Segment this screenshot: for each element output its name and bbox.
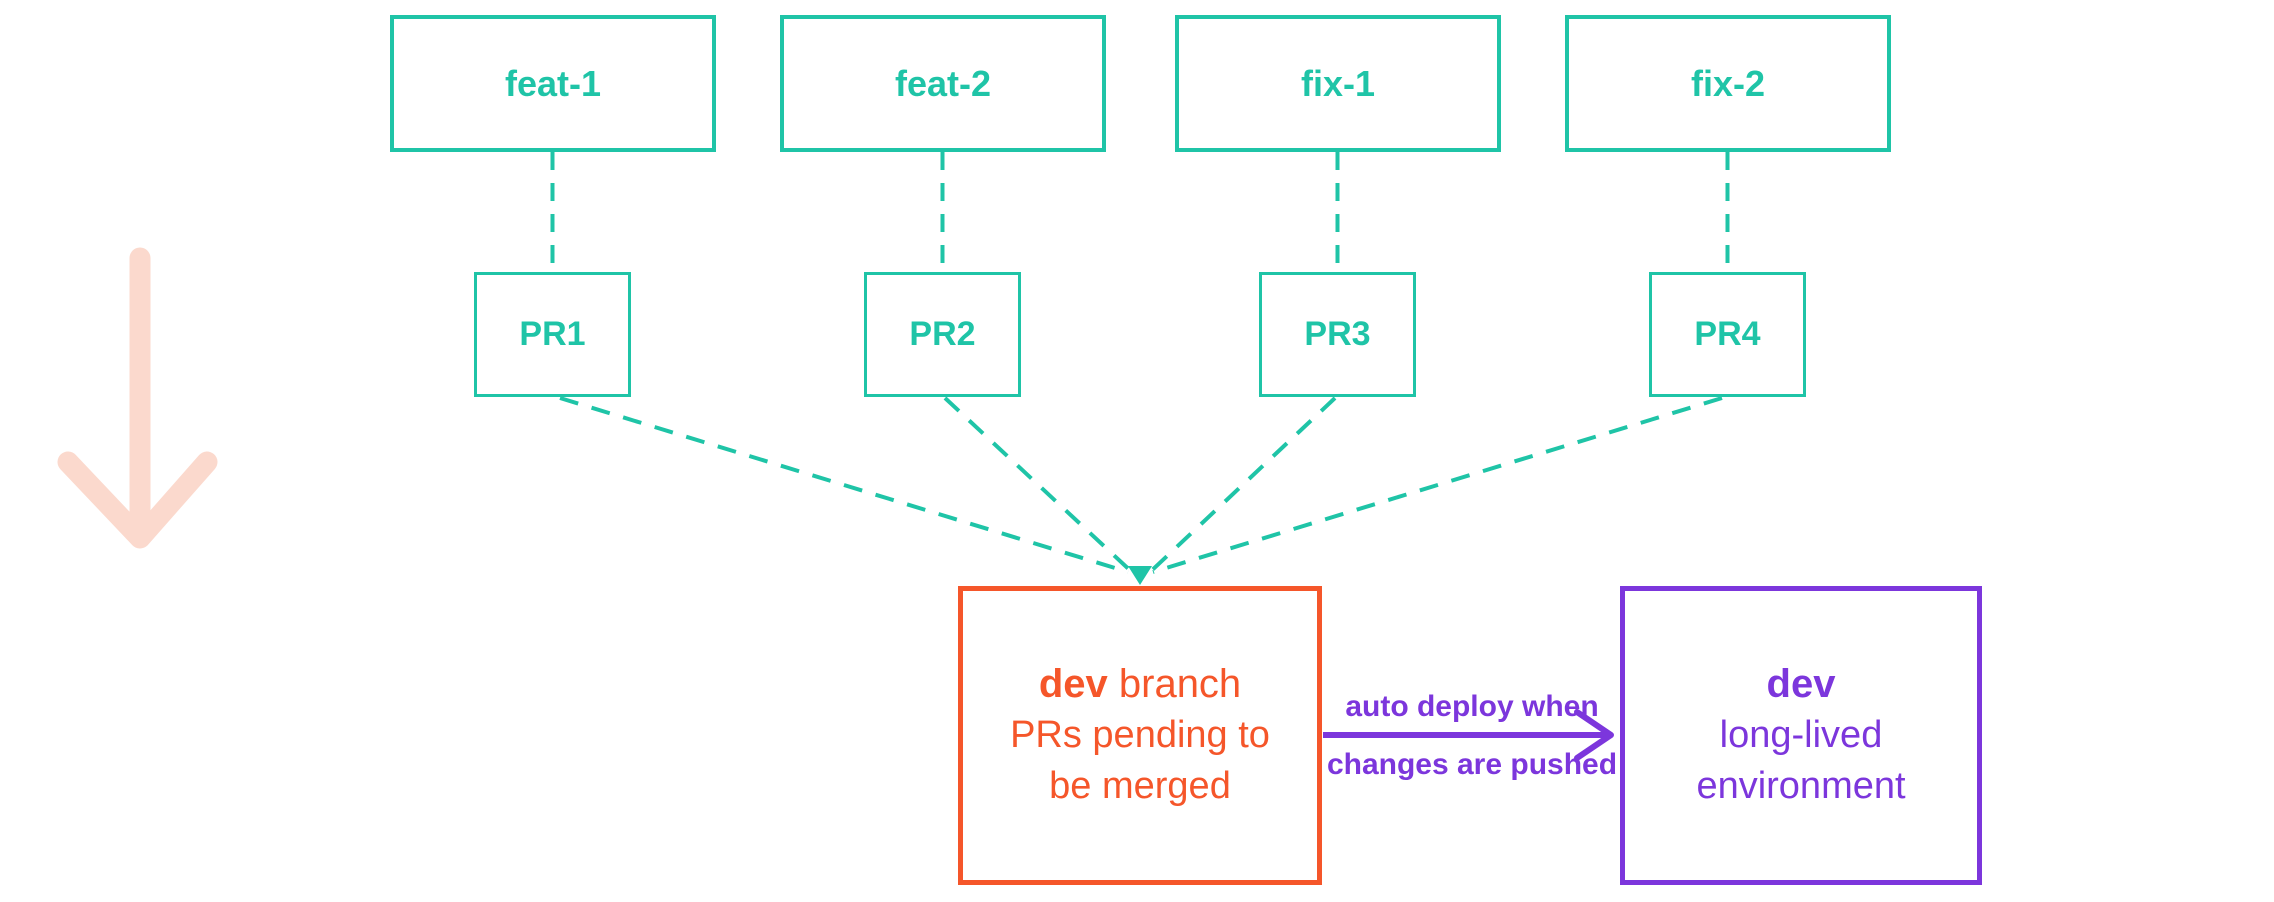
deploy-arrow-label-line2: changes are pushed [1326, 748, 1618, 781]
pr-merge-line [943, 396, 1136, 576]
branch-box-fix-1: fix-1 [1175, 15, 1501, 152]
branch-label: fix-2 [1690, 62, 1766, 104]
down-arrow-icon [57, 247, 218, 549]
dev-environment-title: dev [1696, 659, 1905, 710]
pr-label: PR4 [1694, 315, 1761, 353]
pr-merge-line [559, 396, 1129, 574]
dev-branch-text: dev branch PRs pending to be merged [1010, 659, 1270, 812]
pr-box-2: PR2 [864, 272, 1021, 397]
dev-branch-subtitle-line1: PRs pending to [1010, 714, 1270, 756]
pr-box-3: PR3 [1259, 272, 1416, 397]
pr-label: PR2 [909, 315, 976, 353]
pr-merge-line [1146, 396, 1337, 576]
branch-label: fix-1 [1300, 62, 1376, 104]
pr-merge-line [1152, 396, 1723, 574]
dev-branch-title-bold: dev [1038, 662, 1108, 706]
branch-box-fix-2: fix-2 [1565, 15, 1891, 152]
dev-branch-box: dev branch PRs pending to be merged [958, 586, 1322, 885]
branch-box-feat-2: feat-2 [780, 15, 1106, 152]
dev-environment-subtitle-line2: environment [1696, 765, 1906, 807]
merge-arrowhead-icon [1128, 566, 1152, 585]
branch-label: feat-2 [894, 62, 992, 104]
pr-box-1: PR1 [474, 272, 631, 397]
deploy-arrow [1323, 709, 1614, 761]
branch-box-feat-1: feat-1 [390, 15, 716, 152]
dev-environment-subtitle-line1: long-lived [1719, 714, 1883, 756]
branch-label: feat-1 [504, 62, 602, 104]
dev-environment-box: dev long-lived environment [1620, 586, 1982, 885]
pr-box-4: PR4 [1649, 272, 1806, 397]
pr-label: PR3 [1304, 315, 1371, 353]
dev-environment-text: dev long-lived environment [1696, 659, 1905, 812]
dev-branch-title: dev branch [1010, 659, 1270, 710]
pr-label: PR1 [519, 315, 586, 353]
dev-branch-subtitle-line2: be merged [1049, 765, 1231, 807]
deploy-arrowhead-icon [1574, 709, 1614, 761]
deploy-arrow-label-line1: auto deploy when [1345, 690, 1599, 723]
dev-branch-title-rest: branch [1118, 662, 1242, 706]
dev-environment-title-bold: dev [1766, 662, 1836, 706]
